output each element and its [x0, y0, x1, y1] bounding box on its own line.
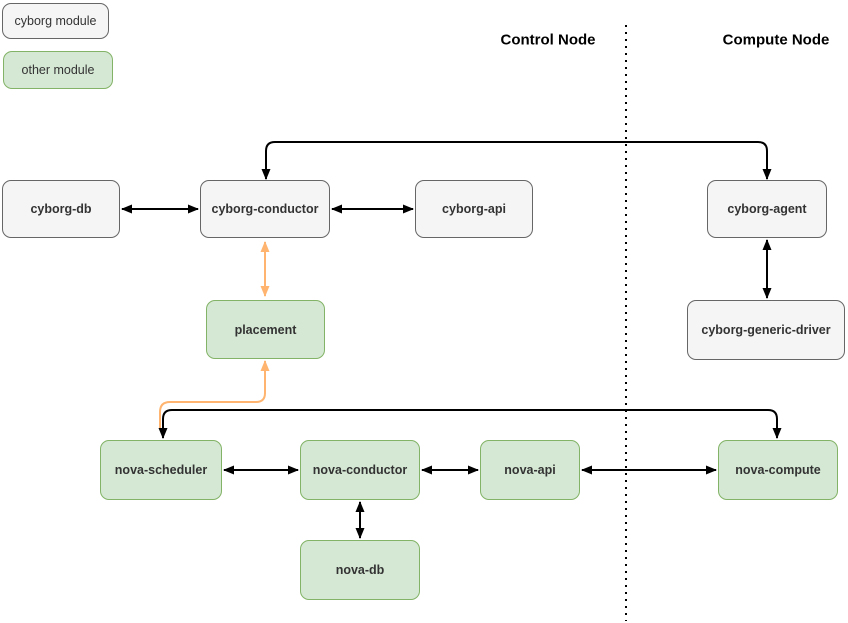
node-label: placement: [234, 322, 297, 337]
node-placement: placement: [206, 300, 325, 359]
node-cyborg-agent: cyborg-agent: [707, 180, 827, 238]
node-nova-conductor: nova-conductor: [300, 440, 420, 500]
node-label: cyborg-generic-driver: [701, 323, 831, 337]
legend-label: other module: [21, 63, 95, 77]
node-nova-db: nova-db: [300, 540, 420, 600]
node-label: nova-conductor: [312, 463, 408, 477]
node-nova-compute: nova-compute: [718, 440, 838, 500]
node-label: nova-scheduler: [114, 463, 208, 477]
node-label: nova-compute: [735, 463, 821, 477]
control-node-header: Control Node: [500, 31, 596, 49]
legend-label: cyborg module: [14, 14, 97, 28]
node-cyborg-api: cyborg-api: [415, 180, 533, 238]
edge-cyborg-conductor-to-cyborg-agent: [261, 141, 772, 180]
node-nova-scheduler: nova-scheduler: [100, 440, 222, 500]
node-nova-api: nova-api: [480, 440, 580, 500]
legend-item-other-module: other module: [3, 51, 113, 89]
node-label: cyborg-api: [442, 202, 506, 216]
node-label: cyborg-conductor: [211, 202, 319, 216]
legend-item-cyborg-module: cyborg module: [2, 3, 109, 39]
node-label: cyborg-db: [30, 202, 92, 216]
compute-node-header: Compute Node: [722, 31, 830, 49]
node-cyborg-conductor: cyborg-conductor: [200, 180, 330, 238]
node-label: nova-db: [335, 563, 385, 577]
node-label: nova-api: [504, 463, 556, 477]
node-cyborg-db: cyborg-db: [2, 180, 120, 238]
node-cyborg-generic-driver: cyborg-generic-driver: [687, 300, 845, 360]
edge-nova-scheduler-to-placement: [159, 360, 270, 428]
edge-nova-scheduler-to-nova-compute: [158, 409, 782, 439]
node-label: cyborg-agent: [727, 202, 807, 216]
